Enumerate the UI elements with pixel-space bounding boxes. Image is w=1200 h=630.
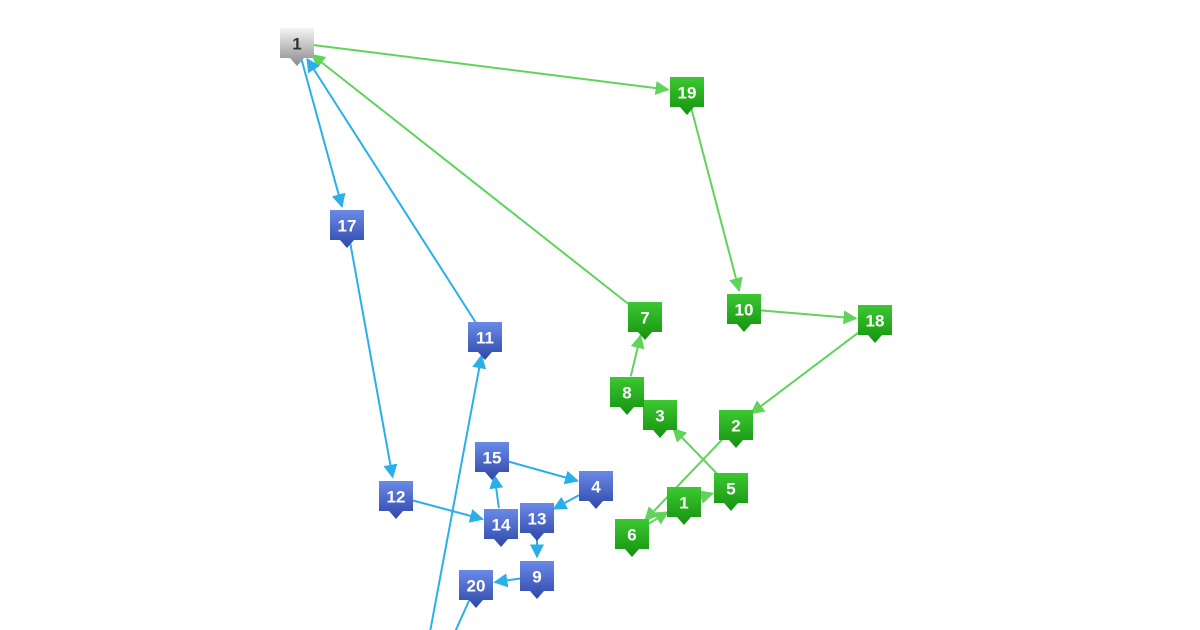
marker-label: 10 xyxy=(735,301,754,320)
blue-route-segment xyxy=(429,354,487,630)
marker-label: 18 xyxy=(866,312,885,331)
map-pin-icon xyxy=(579,471,613,509)
blue-marker-14[interactable]: 14 xyxy=(484,509,518,547)
green-marker-1[interactable]: 1 xyxy=(667,487,701,525)
green-route-segment xyxy=(750,328,863,415)
routes-layer xyxy=(300,44,863,630)
marker-label: 14 xyxy=(492,516,511,535)
map-pin-icon xyxy=(615,519,649,557)
blue-route-segment xyxy=(454,599,471,630)
map-pin-icon xyxy=(520,503,554,541)
map-pin-icon xyxy=(484,509,518,547)
green-route-segment xyxy=(672,427,721,478)
blue-marker-4[interactable]: 4 xyxy=(579,471,613,509)
blue-route-segment xyxy=(306,57,478,325)
map-pin-icon xyxy=(667,487,701,525)
map-pin-icon xyxy=(330,210,364,248)
green-route-segment xyxy=(312,44,670,96)
green-marker-8[interactable]: 8 xyxy=(610,377,644,415)
marker-label: 20 xyxy=(467,577,486,596)
green-route-segment xyxy=(690,107,743,292)
blue-route-segment xyxy=(493,573,522,588)
map-pin-icon xyxy=(520,561,554,599)
green-marker-10[interactable]: 10 xyxy=(727,294,761,332)
marker-label: 2 xyxy=(731,417,740,436)
blue-route-segment xyxy=(507,460,580,485)
blue-route-segment xyxy=(411,499,484,523)
marker-label: 4 xyxy=(591,478,601,497)
green-marker-3[interactable]: 3 xyxy=(643,400,677,438)
marker-label: 1 xyxy=(679,494,688,513)
marker-label: 15 xyxy=(483,449,502,468)
map-pin-icon xyxy=(643,400,677,438)
blue-route-segment xyxy=(489,474,504,509)
map-pin-icon xyxy=(610,377,644,415)
blue-marker-15[interactable]: 15 xyxy=(475,442,509,480)
map-pin-icon xyxy=(858,305,892,343)
blue-marker-20[interactable]: 20 xyxy=(459,570,493,608)
map-pin-icon xyxy=(280,28,314,66)
marker-label: 11 xyxy=(476,329,494,348)
marker-label: 3 xyxy=(655,407,664,426)
marker-label: 17 xyxy=(338,217,357,236)
green-marker-5[interactable]: 5 xyxy=(714,473,748,511)
marker-label: 1 xyxy=(292,35,301,54)
marker-label: 9 xyxy=(532,568,541,587)
green-route-segment xyxy=(629,334,645,377)
green-route-segment xyxy=(759,309,858,325)
map-pin-icon xyxy=(459,570,493,608)
marker-label: 8 xyxy=(622,384,631,403)
map-pin-icon xyxy=(719,410,753,448)
marker-label: 13 xyxy=(528,510,547,529)
blue-route-segment xyxy=(348,240,398,479)
green-route-segment xyxy=(698,490,715,504)
blue-route-segment xyxy=(552,492,583,510)
blue-route-segment xyxy=(300,58,346,209)
green-marker-7[interactable]: 7 xyxy=(628,302,662,340)
green-marker-18[interactable]: 18 xyxy=(858,305,892,343)
green-route-segment xyxy=(644,435,726,522)
start-marker-1[interactable]: 1 xyxy=(280,28,314,66)
green-marker-6[interactable]: 6 xyxy=(615,519,649,557)
marker-label: 6 xyxy=(627,526,636,545)
blue-marker-9[interactable]: 9 xyxy=(520,561,554,599)
marker-label: 7 xyxy=(640,309,649,328)
blue-marker-13[interactable]: 13 xyxy=(520,503,554,541)
map-pin-icon xyxy=(475,442,509,480)
map-pin-icon xyxy=(670,77,704,115)
green-marker-2[interactable]: 2 xyxy=(719,410,753,448)
map-pin-icon xyxy=(714,473,748,511)
marker-label: 5 xyxy=(726,480,735,499)
green-route-segment xyxy=(645,511,670,527)
map-pin-icon xyxy=(727,294,761,332)
green-route-segment xyxy=(310,53,634,308)
blue-marker-12[interactable]: 12 xyxy=(379,481,413,519)
blue-marker-11[interactable]: 11 xyxy=(468,322,502,360)
blue-marker-17[interactable]: 17 xyxy=(330,210,364,248)
map-pin-icon xyxy=(468,322,502,360)
map-pin-icon xyxy=(379,481,413,519)
marker-label: 19 xyxy=(678,84,697,103)
marker-label: 12 xyxy=(387,488,406,507)
green-marker-19[interactable]: 19 xyxy=(670,77,704,115)
map-pin-icon xyxy=(628,302,662,340)
